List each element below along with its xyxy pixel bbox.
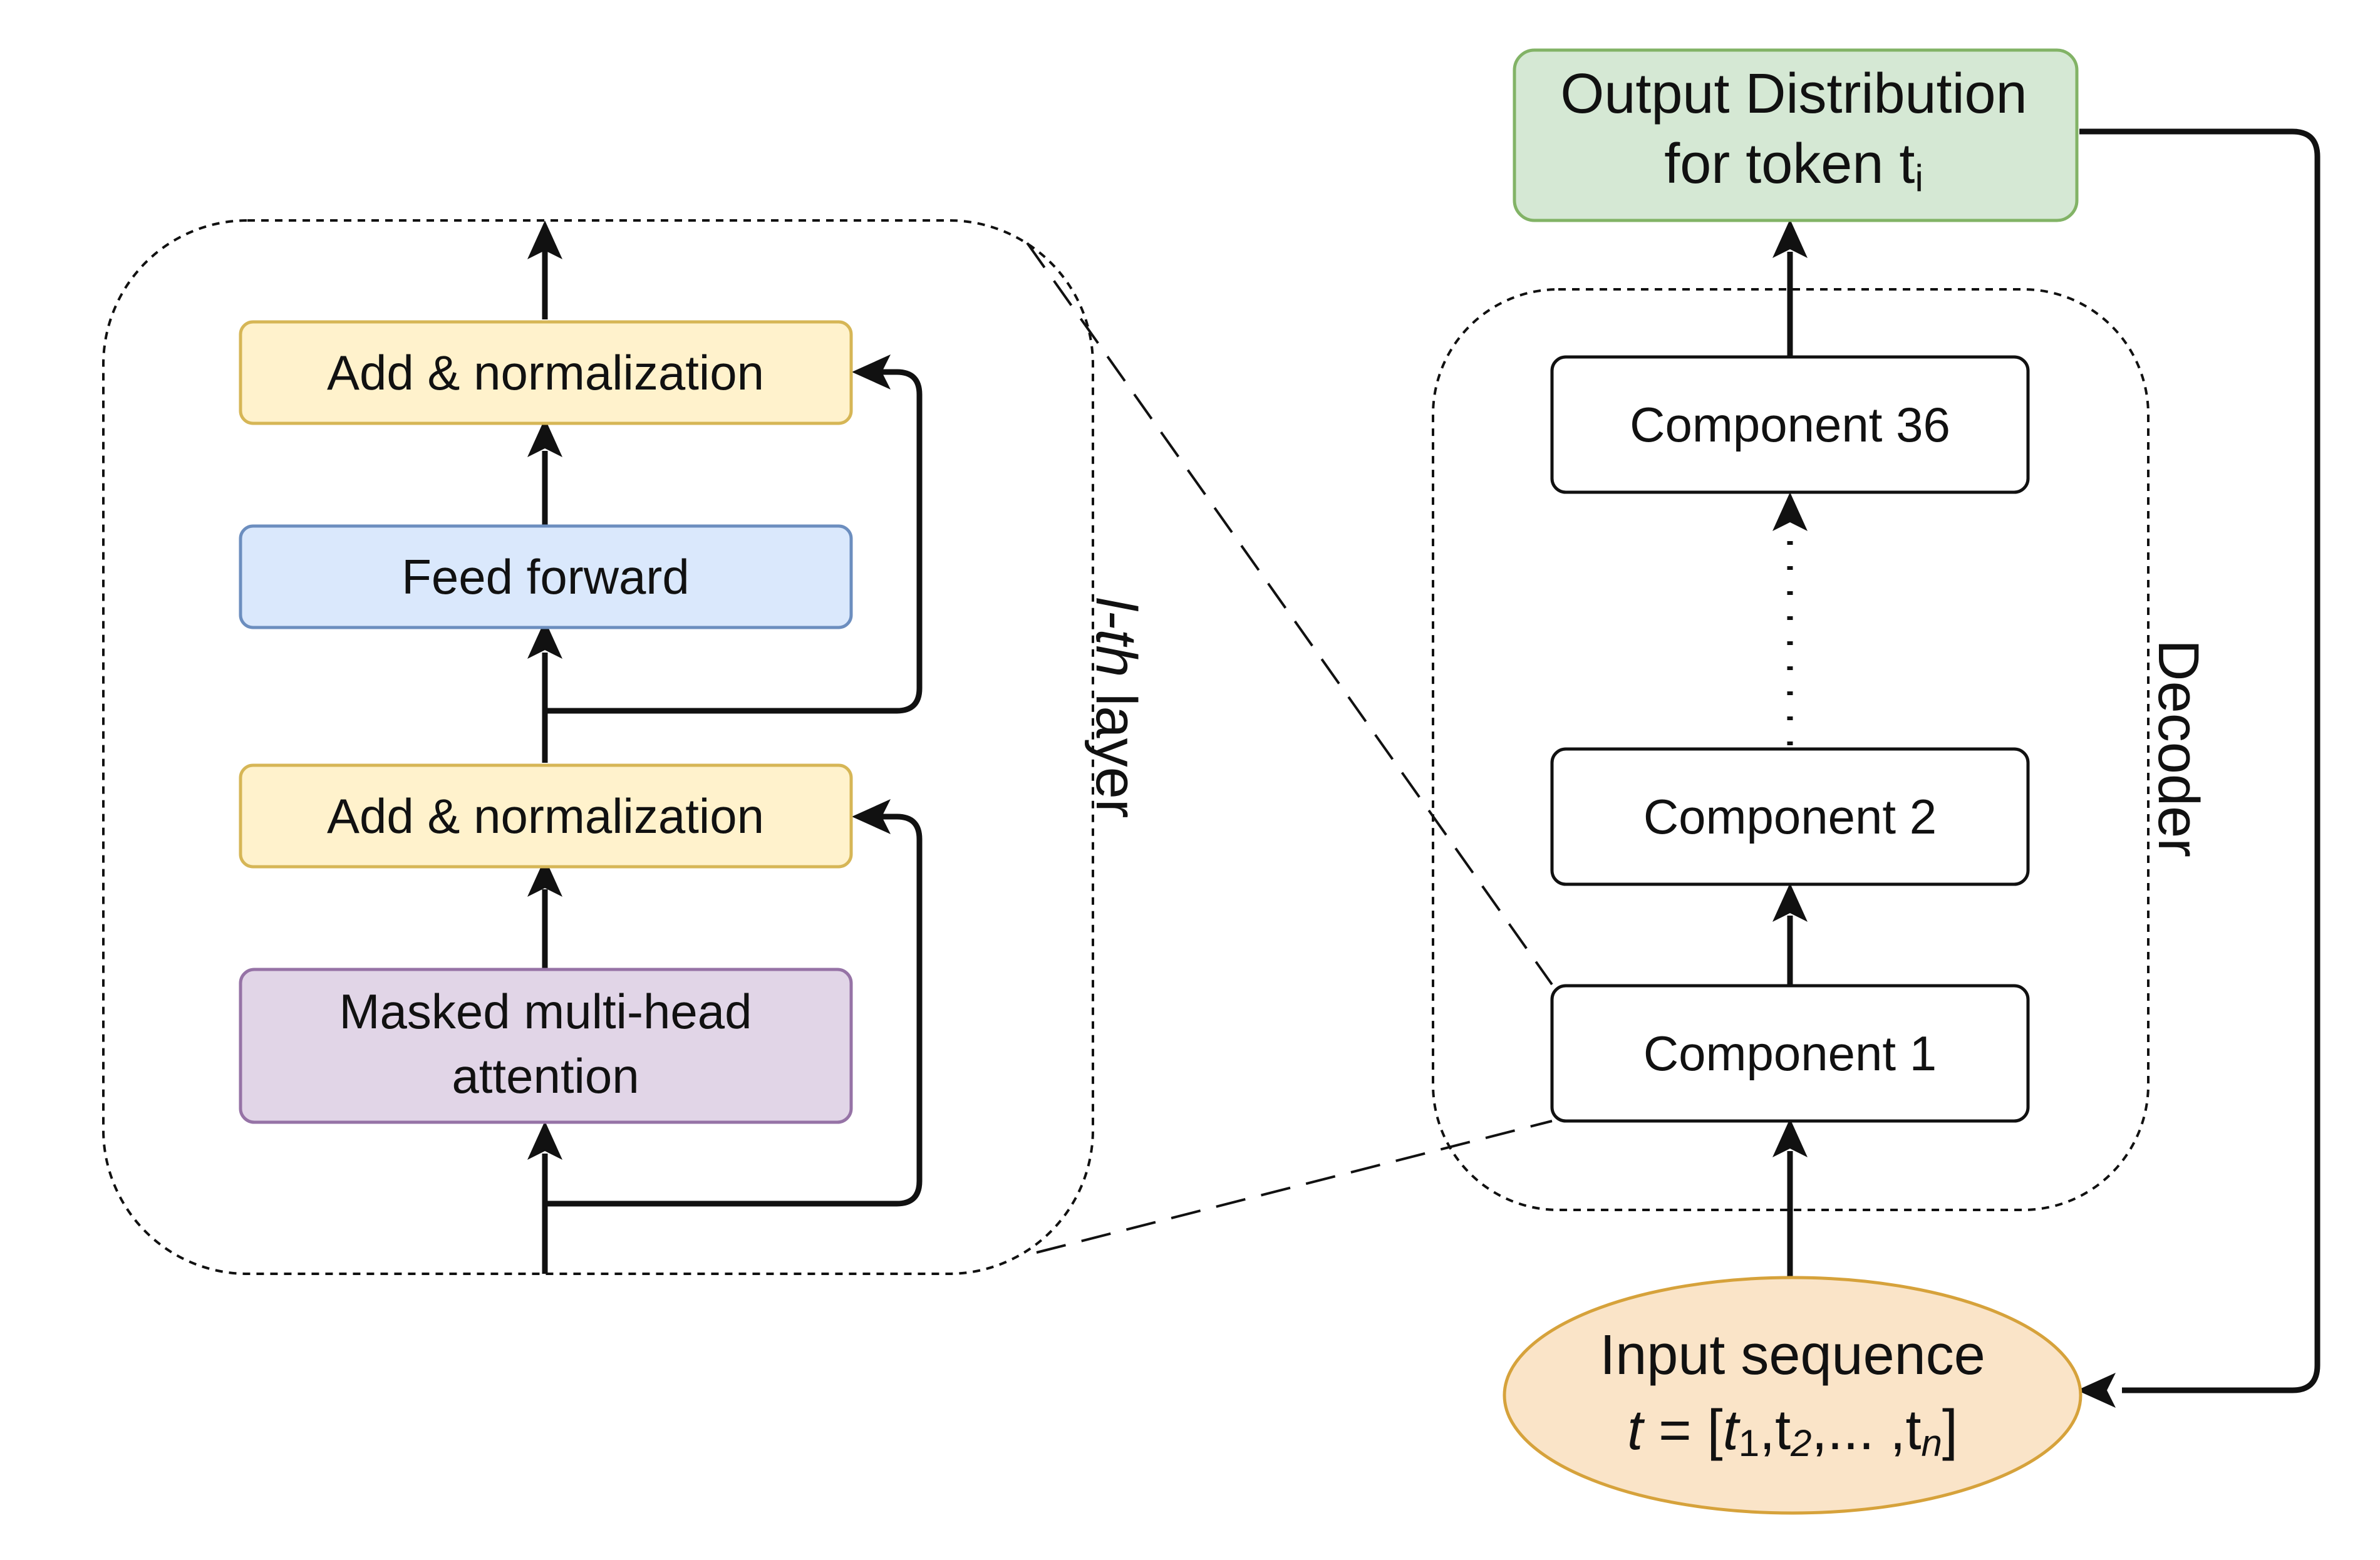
formula-s1: 1 [1739,1422,1759,1464]
component-36-box [1550,355,2030,494]
input-label-line1: Input sequence [1600,1324,1985,1387]
layer-container [102,219,1094,1275]
component-1-block: Component 1 [1550,984,2030,1123]
formula-eq: = [ [1643,1399,1723,1462]
component-1-box [1550,984,2030,1123]
layer-label-italic: l-th [1084,597,1148,678]
formula-sn: n [1922,1422,1942,1464]
decoder-arrowheads [1772,219,2116,1408]
component-2-label: Component 2 [1643,789,1937,844]
add-norm-top-block: Add & normalization [239,320,853,425]
attention-block: Masked multi-head attention [239,968,853,1124]
output-label-line1: Output Distribution [1560,63,2027,125]
input-sequence-ellipse [1503,1276,2082,1515]
add-norm-bottom-box [239,763,853,869]
formula-s2: 2 [1790,1422,1811,1464]
output-distribution-block: Output Distribution for token ti [1513,48,2079,222]
output-label-subscript: i [1915,157,1923,199]
decoder-arrows [1787,128,2320,1393]
component-2-box [1550,747,2030,886]
layer-label-rest: layer [1084,677,1148,818]
formula-close: ] [1942,1399,1958,1462]
input-sequence-block: Input sequence t = [t1,t2,... ,tn] [1503,1276,2082,1515]
formula-t2: ,t [1759,1399,1791,1462]
attention-label-line2: attention [452,1048,639,1103]
output-label-line2: for token ti [1664,133,1923,199]
feed-forward-box [239,524,853,629]
component-1-label: Component 1 [1643,1026,1937,1081]
decoder-label: Decoder [2146,639,2210,857]
output-label-prefix: for token t [1664,133,1915,195]
attention-box [239,968,853,1124]
feed-forward-block: Feed forward [239,524,853,629]
zoom-connector-bottom [1036,1120,1553,1254]
feed-forward-label: Feed forward [401,549,690,604]
formula-t1: t [1723,1399,1741,1462]
layer-arrows [542,251,923,1274]
formula-dots: ,... ,t [1811,1399,1921,1462]
decoder-container [1432,288,2150,1211]
add-norm-top-label: Add & normalization [327,345,764,400]
input-formula: t = [t1,t2,... ,tn] [1627,1399,1958,1464]
zoom-connector-top [1026,242,1553,986]
layer-arrowheads [527,220,891,1160]
zoom-connectors [1026,242,1553,1254]
add-norm-top-box [239,320,853,425]
add-norm-bottom-label: Add & normalization [327,788,764,844]
add-norm-bottom-block: Add & normalization [239,763,853,869]
component-36-block: Component 36 [1550,355,2030,494]
component-2-block: Component 2 [1550,747,2030,886]
component-36-label: Component 36 [1630,397,1950,452]
output-distribution-box [1513,48,2079,222]
formula-t: t [1627,1399,1645,1462]
layer-label: l-th layer [1084,597,1148,819]
attention-label-line1: Masked multi-head [339,984,752,1039]
